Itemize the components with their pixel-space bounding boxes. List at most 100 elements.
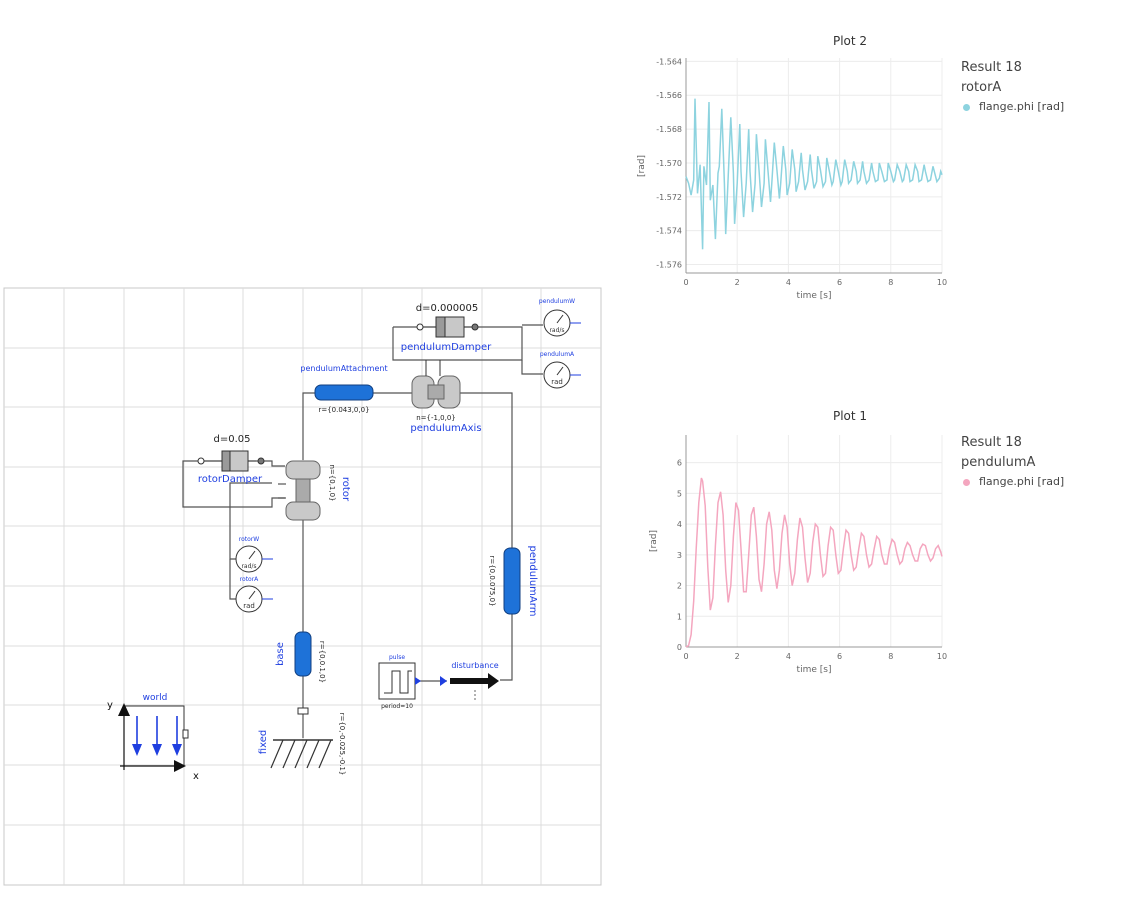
plot-2-legend-dot-icon: [963, 103, 970, 111]
plot-1-y-ticks: 0 1 2 3 4 5 6: [677, 459, 682, 652]
world-label: world: [143, 693, 168, 703]
fixed-ground[interactable]: fixed r={0,-0.025,-0.1}: [258, 707, 346, 776]
x-tick-label: 0: [683, 278, 688, 287]
pendulum-a-label: pendulumA: [540, 351, 575, 358]
plot-2-variable-name: rotorA: [961, 80, 1002, 95]
plot-1-title: Plot 1: [833, 409, 867, 423]
pendulum-damper[interactable]: d=0.000005 pendulumDamper: [401, 303, 492, 353]
disturbance-force[interactable]: disturbance: [440, 661, 499, 702]
rotor-w-sensor[interactable]: rotorW rad/s: [235, 536, 273, 573]
plot-1-variable-name: pendulumA: [961, 455, 1036, 470]
y-tick-label: 3: [677, 551, 682, 560]
x-tick-label: 8: [888, 652, 893, 661]
pendulum-damper-param: d=0.000005: [416, 303, 478, 314]
pendulum-w-sensor[interactable]: pendulumW rad/s: [539, 298, 581, 337]
y-tick-label: 2: [677, 582, 682, 591]
connections: [182, 324, 543, 708]
plot-1-x-ticks: 0 2 4 6 8 10: [683, 652, 947, 661]
pendulum-attachment-label: pendulumAttachment: [300, 364, 387, 373]
rotor-damper-label: rotorDamper: [198, 474, 263, 485]
pendulum-arm-label: pendulumArm: [527, 546, 538, 617]
rotor-label: rotor: [340, 477, 351, 502]
rotor-joint[interactable]: n={0,1,0} rotor: [278, 460, 351, 521]
y-tick-label: 5: [677, 489, 682, 498]
pendulum-a-sensor[interactable]: pendulumA rad: [540, 351, 581, 389]
pendulum-w-unit: rad/s: [549, 327, 564, 334]
plot-2-y-ticks: -1.564 -1.566 -1.568 -1.570 -1.572 -1.574 -1.5…: [656, 57, 682, 269]
y-tick-label: 4: [677, 520, 682, 529]
pendulum-axis-n: n={-1,0,0}: [416, 414, 456, 422]
plot-1-legend-label: flange.phi [rad]: [979, 475, 1065, 488]
y-tick-label: -1.564: [656, 57, 682, 66]
world-x-label: x: [193, 771, 199, 782]
rotor-axis-label: n={0,1,0}: [328, 464, 336, 501]
rotor-w-unit: rad/s: [241, 563, 256, 570]
pendulum-arm[interactable]: r={0,0.075,0} pendulumArm: [488, 546, 538, 617]
plot-1-ylabel: [rad]: [649, 530, 659, 552]
plot-1-legend: Result 18 pendulumA flange.phi [rad]: [961, 433, 1064, 491]
x-tick-label: 0: [683, 652, 688, 661]
pendulum-attachment-r: r={0.043,0,0}: [318, 406, 369, 414]
x-tick-label: 2: [735, 278, 740, 287]
y-tick-label: 1: [677, 612, 682, 621]
plot-2-legend-label: flange.phi [rad]: [979, 100, 1065, 113]
pendulum-a-unit: rad: [551, 378, 563, 386]
x-tick-label: 6: [837, 652, 842, 661]
plot-1-result-name: Result 18: [961, 435, 1022, 450]
base-body[interactable]: base r={0,0.1,0}: [275, 631, 326, 683]
pulse-source[interactable]: pulse period=10: [378, 654, 421, 710]
plot-1-legend-dot-icon: [963, 478, 970, 486]
plot-2-result-name: Result 18: [961, 60, 1022, 75]
plot-1-grid: [685, 435, 943, 648]
rotor-damper[interactable]: d=0.05 rotorDamper: [197, 434, 265, 485]
plot-2-title: Plot 2: [833, 34, 867, 48]
pendulum-axis[interactable]: n={-1,0,0} pendulumAxis: [410, 360, 482, 434]
base-label: base: [275, 642, 286, 666]
plot-2-grid: [685, 58, 943, 274]
x-tick-label: 2: [735, 652, 740, 661]
plot-2-xlabel: time [s]: [797, 291, 832, 301]
y-tick-label: 0: [677, 643, 682, 652]
pendulum-arm-r: r={0,0.075,0}: [488, 555, 496, 606]
y-tick-label: -1.572: [656, 193, 682, 202]
rotor-a-label: rotorA: [240, 576, 259, 583]
x-tick-label: 10: [937, 652, 947, 661]
plot-1-legend-item[interactable]: flange.phi [rad]: [961, 473, 1064, 491]
disturbance-label: disturbance: [451, 661, 498, 670]
world-y-label: y: [107, 700, 113, 711]
pendulum-attachment[interactable]: pendulumAttachment r={0.043,0,0}: [300, 364, 387, 414]
y-tick-label: -1.576: [656, 261, 682, 270]
y-tick-label: -1.566: [656, 91, 682, 100]
plot-1-series-line: [685, 477, 943, 648]
pendulum-w-label: pendulumW: [539, 298, 575, 305]
pulse-period: period=10: [381, 703, 413, 710]
y-tick-label: -1.568: [656, 125, 682, 134]
x-tick-label: 10: [937, 278, 947, 287]
fixed-r: r={0,-0.025,-0.1}: [338, 713, 346, 776]
plot-2-area[interactable]: Plot 2 -1.564-1.566-1.568-1.570-1.572-1.…: [637, 34, 947, 301]
rotor-w-label: rotorW: [239, 536, 259, 543]
plot-2-legend-item[interactable]: flange.phi [rad]: [961, 98, 1064, 116]
plot-2-ylabel: [rad]: [637, 155, 647, 177]
rotor-a-unit: rad: [243, 602, 255, 610]
pendulum-axis-label: pendulumAxis: [410, 423, 481, 434]
fixed-label: fixed: [258, 730, 269, 754]
y-tick-label: -1.574: [656, 227, 682, 236]
x-tick-label: 4: [786, 278, 791, 287]
plot-1-xlabel: time [s]: [797, 665, 832, 675]
base-r: r={0,0.1,0}: [318, 641, 326, 683]
world-frame[interactable]: world x y: [107, 693, 199, 782]
x-tick-label: 8: [888, 278, 893, 287]
pendulum-damper-label: pendulumDamper: [401, 342, 492, 353]
rotor-a-sensor[interactable]: rotorA rad: [235, 576, 273, 613]
pulse-label: pulse: [389, 654, 405, 661]
plot-2-series-line: [685, 98, 943, 250]
plot-2-legend: Result 18 rotorA flange.phi [rad]: [961, 58, 1064, 116]
plot-1-area[interactable]: Plot 1 0 1 2 3 4 5 6 0 2 4 6 8 10 [rad] time [s]: [649, 409, 947, 675]
rotor-damper-param: d=0.05: [214, 434, 251, 445]
y-tick-label: 6: [677, 459, 682, 468]
x-tick-label: 4: [786, 652, 791, 661]
y-tick-label: -1.570: [656, 159, 682, 168]
